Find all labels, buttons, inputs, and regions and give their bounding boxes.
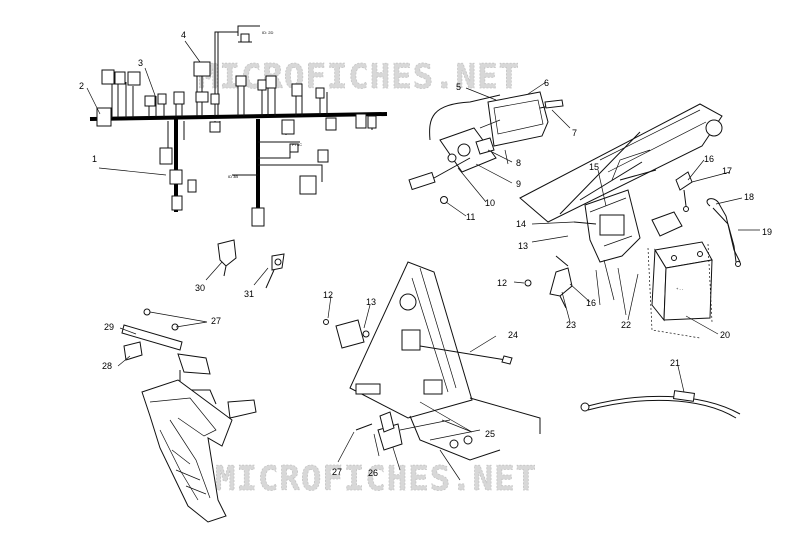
callout-1: 1 [92,154,97,164]
callout-12-right: 12 [497,278,507,288]
leader-lines [86,40,760,463]
callout-27-bottom: 27 [332,467,342,477]
callout-9: 9 [516,179,521,189]
callout-11: 11 [466,212,475,222]
callout-2: 2 [79,81,84,91]
callout-21: 21 [670,358,680,368]
callout-17: 17 [722,166,732,176]
wiring-harness: ID: 2D ID 3B PI 3C [89,25,388,227]
callout-25: 25 [485,429,495,439]
callout-14: 14 [516,219,526,229]
callout-3: 3 [138,58,143,68]
callout-22: 22 [621,320,631,330]
callout-20: 20 [720,330,730,340]
callout-26: 26 [368,468,378,478]
callout-23: 23 [566,320,576,330]
callout-4: 4 [181,30,186,40]
callout-10: 10 [485,198,495,208]
watermark-bottom: MICROFICHES.NET [215,459,537,499]
callout-13-right: 13 [518,241,528,251]
svg-text:+ - -: + - - [676,286,684,291]
harness-clips [217,239,285,289]
svg-text:ID: 2D: ID: 2D [262,30,273,35]
callout-16-lower: 16 [586,298,596,308]
callout-29: 29 [104,322,114,332]
callout-8: 8 [516,158,521,168]
callout-13-center: 13 [366,297,376,307]
callout-24: 24 [508,330,518,340]
callout-30: 30 [195,283,205,293]
svg-text:PI 3C: PI 3C [292,142,302,147]
frame-and-battery: + - - [519,103,741,339]
tail-light-assembly [408,91,564,204]
callout-6: 6 [544,78,549,88]
watermark-top: MICROFICHES.NET [198,57,520,97]
svg-text:ID 3B: ID 3B [228,174,238,179]
callout-labels: 1 2 3 4 5 6 7 8 9 10 11 12 12 13 13 14 1… [79,30,772,478]
callout-31: 31 [244,289,254,299]
callout-16-top: 16 [704,154,714,164]
center-mount-panel [323,261,541,481]
callout-5: 5 [456,82,461,92]
callout-12-center: 12 [323,290,333,300]
callout-28: 28 [102,361,112,371]
callout-7: 7 [572,128,577,138]
front-bracket-assembly [121,308,257,523]
callout-15: 15 [589,162,599,172]
callout-19: 19 [762,227,772,237]
callout-27-top: 27 [211,316,221,326]
callout-18: 18 [744,192,754,202]
battery-cable [580,390,741,419]
